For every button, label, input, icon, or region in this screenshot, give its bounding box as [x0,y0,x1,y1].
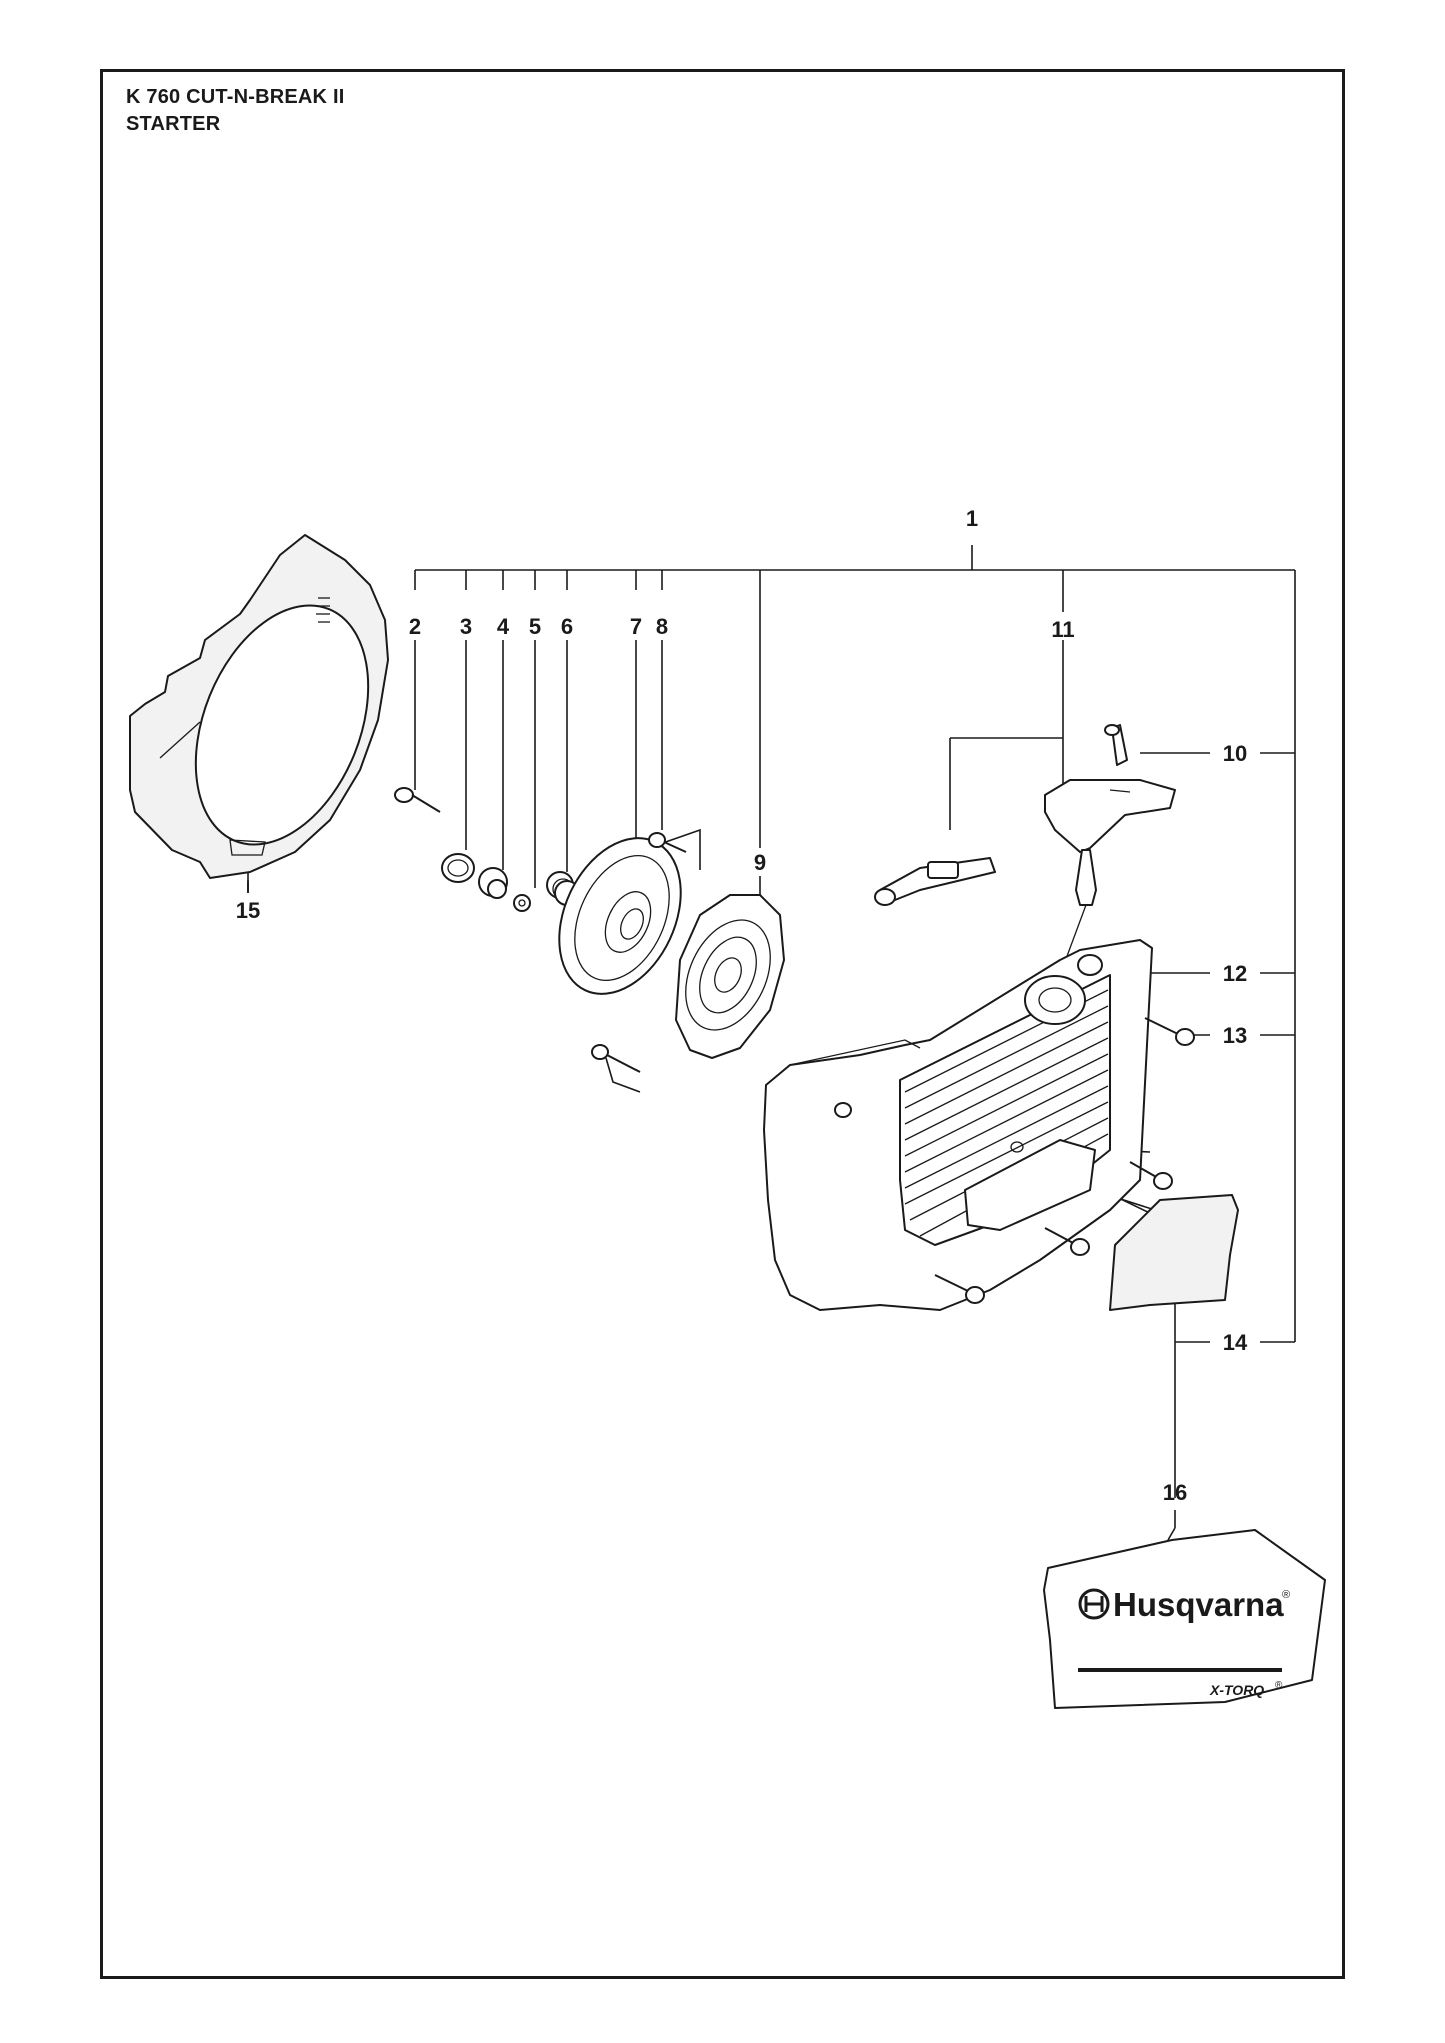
section-title: STARTER [126,113,221,135]
callout-2: 2 [409,614,421,639]
callout-14: 14 [1223,1330,1248,1355]
decal-sub-brand: X-TORQ [1209,1682,1264,1698]
callout-9: 9 [754,850,766,875]
callout-5: 5 [529,614,541,639]
part-1-starter-cover [763,939,1153,1311]
callout-11: 11 [1051,617,1074,642]
callout-15: 15 [236,898,260,923]
model-title: K 760 CUT-N-BREAK II [126,86,345,108]
decal-sub-mark: ® [1275,1680,1283,1691]
part-9-spring-cassette [675,894,785,1059]
part-4-bushing [478,867,508,899]
part-5-washer [513,894,531,912]
cover-vents [316,597,330,623]
husqvarna-crown-icon [1078,1588,1110,1620]
part-15-fan-cover [129,534,389,879]
callout-12: 12 [1223,961,1247,986]
part-16-decal: Husqvarna ® X-TORQ ® [1043,1529,1326,1709]
callout-10: 10 [1223,741,1247,766]
part-14-label [1109,1194,1239,1311]
cover-screw-right [1129,1161,1173,1190]
part-8-screw [648,832,687,853]
callout-16: 16 [1163,1480,1187,1505]
cover-screw-bottom [934,1274,985,1304]
callout-8: 8 [656,614,668,639]
callout-6: 6 [561,614,573,639]
part-3-o-ring [441,853,475,883]
callout-3: 3 [460,614,472,639]
cover-screw-middle [1044,1227,1090,1256]
callout-numbers: 1 2 3 4 5 6 7 8 9 10 11 12 13 14 15 16 [236,506,1248,1505]
part-2-screw [394,787,441,813]
callout-7: 7 [630,614,642,639]
callout-13: 13 [1223,1023,1247,1048]
part-10-handle [1044,724,1176,976]
decal-brand-mark: ® [1282,1589,1290,1601]
callout-1: 1 [966,506,978,531]
callout-4: 4 [497,614,510,639]
decal-brand: Husqvarna [1113,1586,1284,1623]
page-frame [100,69,1345,1979]
cassette-screw [591,1044,641,1073]
part-11-strap [874,857,996,906]
part-13-screw [1144,1017,1195,1046]
